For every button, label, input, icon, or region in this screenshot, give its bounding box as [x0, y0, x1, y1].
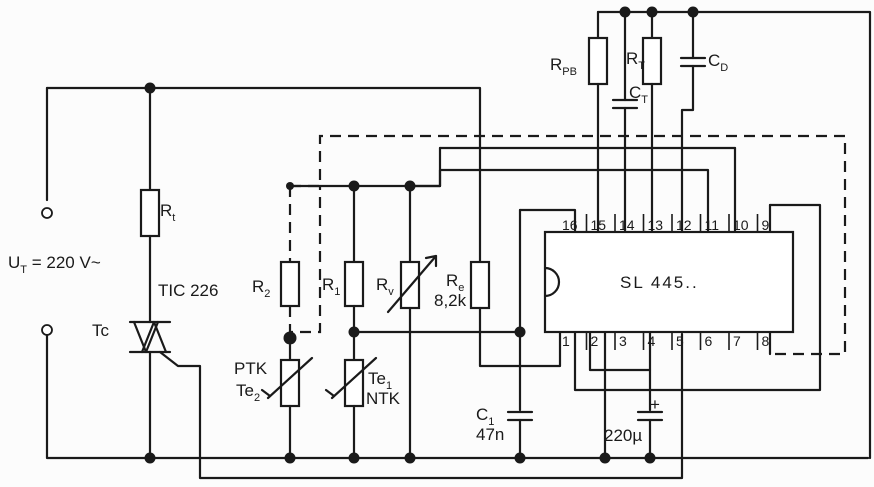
wire-to-pin11 [408, 168, 710, 234]
wire-pin16 [518, 208, 577, 234]
ic-top-pin-15: 15 [591, 217, 607, 233]
re-value-label: 8,2k [434, 291, 467, 310]
te2-arrow-tail [260, 388, 272, 398]
wire-triac-gate [158, 332, 684, 480]
te2-arrow [266, 356, 314, 400]
ic-bottom-pin-2: 2 [591, 333, 599, 349]
ic-bottom-pin-7: 7 [733, 333, 741, 349]
ic-top-pin-11: 11 [705, 217, 720, 233]
ic-top-pin-10: 10 [733, 217, 749, 233]
rv-arrow [386, 254, 438, 314]
rt-label: Rt [160, 201, 175, 224]
resistor-r1 [343, 260, 365, 308]
rpb-label: RPB [550, 55, 577, 78]
resistor-rpb [587, 36, 609, 86]
ic-bottom-pin-1: 1 [562, 333, 570, 349]
wire-supply-top [45, 86, 152, 192]
ic-bottom-pin-4: 4 [648, 333, 656, 349]
ic-top-pin-9: 9 [762, 217, 770, 233]
triac-ref-label: Tc [92, 321, 110, 340]
wire-top-to-re [148, 86, 482, 267]
ic-bottom-pin-5: 5 [676, 333, 684, 349]
resistor-rt-top [641, 36, 663, 86]
wire-pin2 [588, 330, 652, 372]
ic-top-pin-12: 12 [676, 217, 692, 233]
bottom-wiring [506, 203, 822, 460]
wire-pin1-loop [573, 203, 822, 392]
supply-branch [41, 86, 870, 480]
te2-label: Te2 [236, 381, 260, 404]
elcap-value-label: 220µ [604, 426, 642, 445]
c1-value-label: 47n [476, 425, 504, 444]
ic-sl445 [543, 214, 795, 350]
resistor-r2 [279, 260, 301, 308]
resistor-rt [139, 188, 161, 238]
triac-symbol [128, 320, 684, 480]
triac-type-label: TIC 226 [158, 281, 218, 300]
te1-arrow [330, 356, 378, 400]
ic-bottom-pin-3: 3 [619, 333, 627, 349]
ic-bottom-pin-6: 6 [705, 333, 713, 349]
resistor-re [469, 260, 491, 310]
supply-terminal-bottom [41, 324, 53, 336]
cd-label: CD [708, 51, 728, 74]
rv-label: Rv [376, 275, 394, 298]
ic-bottom-pin-8: 8 [762, 333, 770, 349]
te1-arrow-tail [324, 388, 336, 398]
ic-top-pin-13: 13 [648, 217, 664, 233]
ic-notch [543, 266, 561, 298]
elcap-polarity-label: + [650, 395, 660, 414]
te1-type-label: NTK [366, 389, 401, 408]
ic-body [543, 230, 795, 334]
supply-label: UT = 220 V~ [8, 253, 101, 276]
wire-ground-rail [45, 333, 870, 460]
r2-label: R2 [252, 277, 270, 300]
r1-label: R1 [322, 275, 340, 298]
te1-label: Te1 [368, 369, 392, 392]
te2-type-label: PTK [234, 359, 268, 378]
rv-arrowhead [424, 254, 438, 268]
ic-name-label: SL 445.. [620, 273, 699, 292]
labels: UT = 220 V~ Rt TIC 226 Tc R2 R1 Rv Re 8,… [8, 49, 770, 445]
rt-top-label: RT [626, 49, 645, 72]
wire-cd-pin12 [680, 64, 695, 234]
ic-top-pin-14: 14 [619, 217, 635, 233]
ic-top-pin-16: 16 [562, 217, 578, 233]
c1-label: C1 [476, 405, 494, 428]
supply-terminal-top [41, 207, 53, 219]
dashed-r2-bottom [288, 186, 322, 334]
ct-label: CT [629, 83, 648, 106]
junctions [144, 6, 699, 464]
re-label: Re [446, 271, 464, 294]
